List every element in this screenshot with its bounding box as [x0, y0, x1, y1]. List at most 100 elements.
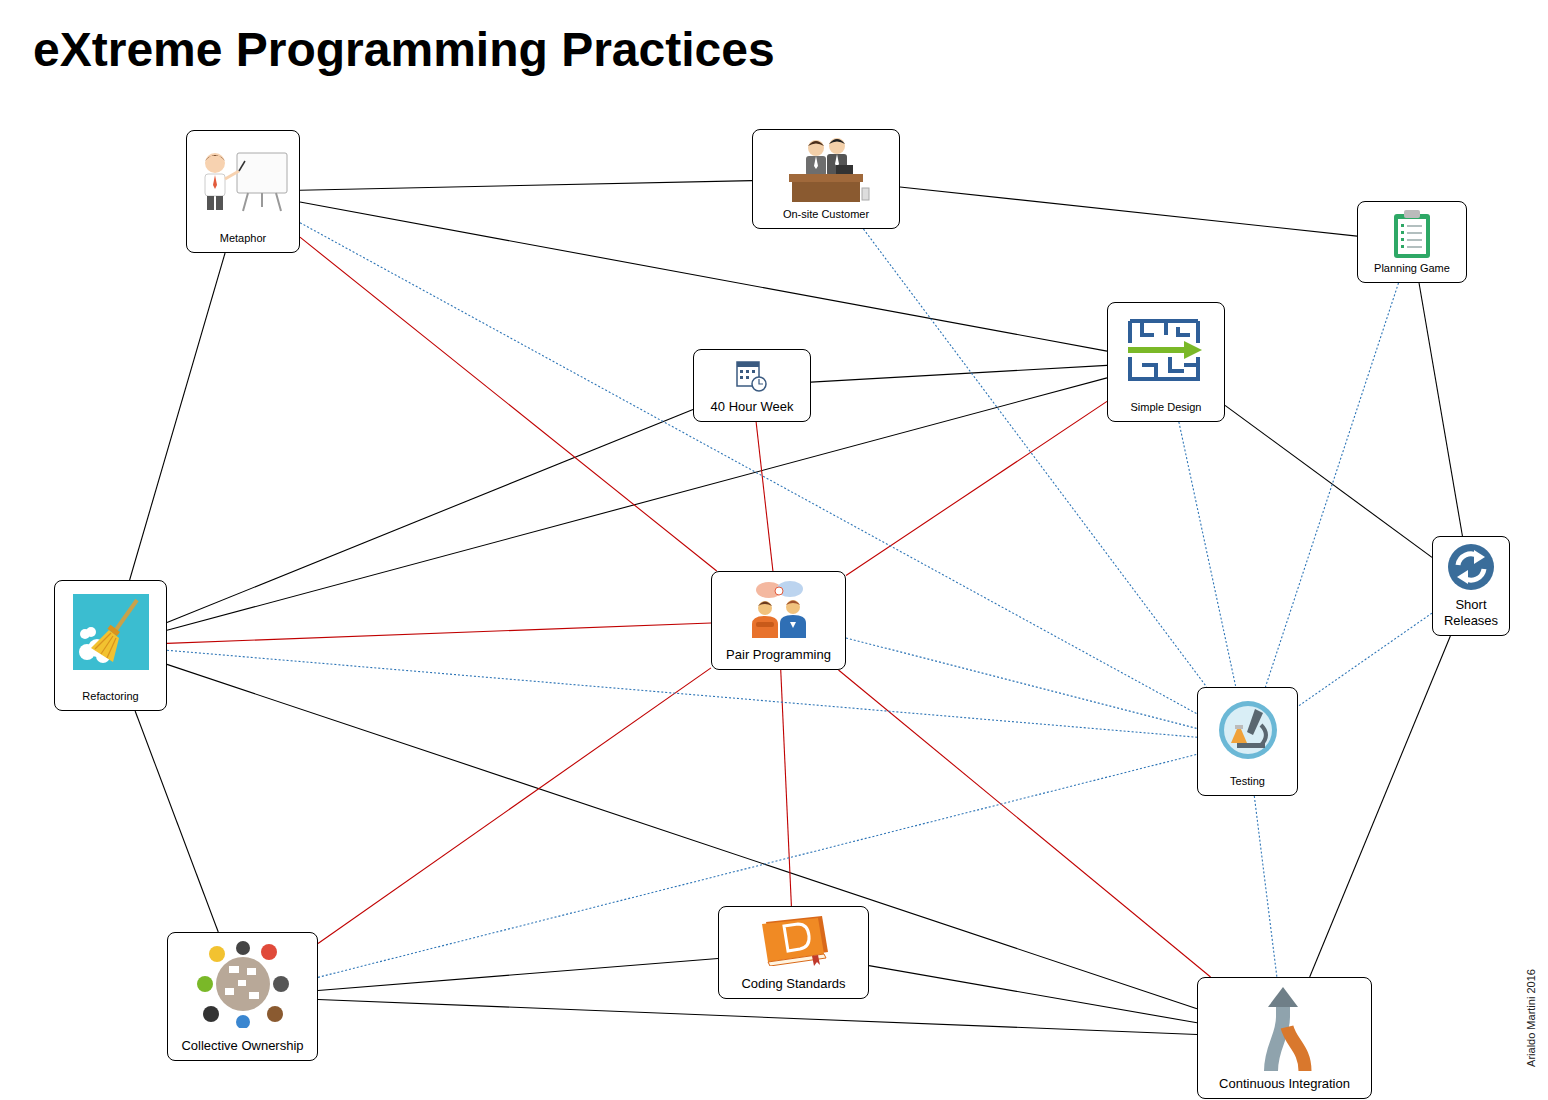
practice-label: Short Releases [1438, 597, 1504, 630]
icon-shape [107, 625, 120, 636]
icon-shape [205, 174, 225, 196]
practice-box: Metaphor [186, 130, 300, 253]
icon-shape [113, 600, 137, 634]
icon-shape [236, 1015, 250, 1028]
practice-label: On-site Customer [783, 208, 869, 222]
connector-line [900, 187, 1357, 236]
icon-shape [759, 379, 763, 384]
icon-shape [225, 966, 259, 999]
practice-box: On-site Customer [752, 129, 900, 229]
icon-shape [792, 182, 860, 202]
icon-shape [91, 630, 119, 662]
icon-shape [1457, 570, 1468, 584]
connector-line [869, 966, 1197, 1023]
connector-line [167, 664, 1197, 1008]
practice-box: Simple Design [1107, 302, 1225, 422]
practice-icon [193, 149, 293, 214]
icon-shape [225, 171, 239, 179]
practice-label: Testing [1230, 775, 1265, 789]
icon-shape [276, 193, 281, 211]
icon-shape [814, 156, 818, 169]
icon-shape [1401, 231, 1404, 234]
icon-shape [1224, 706, 1272, 754]
icon-shape [207, 196, 214, 210]
icon-shape [740, 370, 755, 379]
connector-line [318, 959, 718, 991]
practice-label: Simple Design [1131, 401, 1202, 415]
icon-shape [746, 376, 749, 379]
icon-shape [1407, 225, 1422, 227]
icon-shape [746, 370, 749, 373]
connector-line [318, 1000, 1197, 1035]
icon-shape [768, 954, 826, 966]
connector-line [300, 223, 1197, 714]
icon-shape [752, 377, 766, 391]
icon-shape [1231, 729, 1247, 743]
icon-shape [808, 140, 824, 156]
connector-line [1265, 283, 1398, 687]
icon-shape [1247, 709, 1263, 735]
icon-shape [806, 156, 826, 176]
practice-icon [781, 134, 871, 204]
icon-shape [1448, 544, 1494, 590]
icon-shape [737, 362, 759, 367]
icon-shape [267, 1006, 283, 1022]
practice-icon [735, 358, 769, 392]
icon-shape [758, 601, 772, 615]
icon-shape [203, 1006, 219, 1022]
connector-line [1310, 636, 1451, 977]
practice-label: Coding Standards [741, 976, 845, 992]
practice-box: Short Releases [1432, 536, 1510, 636]
icon-shape [786, 600, 800, 614]
icon-shape [836, 165, 853, 175]
icon-shape [73, 594, 149, 670]
connector-line [1254, 796, 1277, 977]
connector-line [781, 670, 792, 906]
practice-label: 40 Hour Week [711, 399, 794, 415]
icon-shape [756, 582, 782, 598]
icon-shape [1184, 341, 1202, 359]
practice-icon [197, 940, 289, 1028]
icon-shape [756, 622, 774, 627]
icon-shape [775, 587, 783, 595]
icon-shape [86, 627, 96, 637]
connector-line [167, 409, 693, 622]
icon-shape [1219, 701, 1277, 759]
practice-label: Metaphor [220, 232, 266, 246]
icon-shape [752, 616, 778, 638]
connector-line [846, 401, 1107, 575]
icon-shape [812, 955, 820, 966]
icon-shape [197, 976, 213, 992]
icon-shape [740, 376, 743, 379]
icon-shape [780, 615, 806, 638]
practice-box: Refactoring [54, 580, 167, 711]
connector-line [811, 365, 1107, 382]
icon-shape [1401, 245, 1404, 248]
icon-shape [862, 188, 869, 200]
icon-shape [205, 153, 225, 173]
icon-shape [101, 636, 113, 654]
icon-shape [239, 161, 245, 171]
connector-line [130, 253, 225, 580]
icon-shape [1407, 232, 1422, 234]
author-credit: Arialdo Martini 2016 [1525, 969, 1537, 1067]
icon-shape [243, 193, 248, 211]
icon-shape [1407, 239, 1422, 241]
icon-shape [1474, 550, 1485, 564]
icon-shape [1287, 1027, 1305, 1071]
icon-shape [1235, 725, 1243, 729]
practice-box: Continuous Integration [1197, 977, 1372, 1099]
icon-shape [790, 622, 796, 628]
icon-shape [1130, 357, 1198, 379]
practice-label: Refactoring [82, 690, 138, 704]
practice-icon [744, 580, 814, 640]
practice-icon [1392, 208, 1432, 258]
practice-icon [1126, 317, 1206, 385]
connector-line [756, 422, 773, 571]
icon-shape [229, 966, 239, 973]
icon-shape [789, 174, 863, 182]
connector-line [300, 181, 752, 191]
icon-shape [1394, 214, 1430, 258]
icon-shape [786, 601, 800, 606]
icon-shape [740, 370, 743, 373]
